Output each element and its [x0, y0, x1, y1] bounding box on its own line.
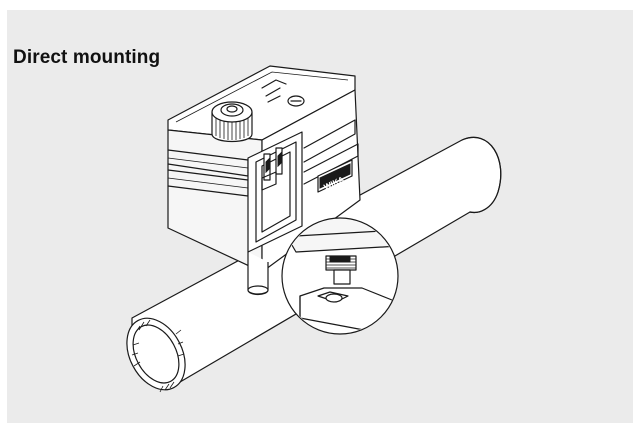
adjustment-window: [247, 131, 303, 253]
figure-title: Direct mounting: [13, 47, 161, 68]
